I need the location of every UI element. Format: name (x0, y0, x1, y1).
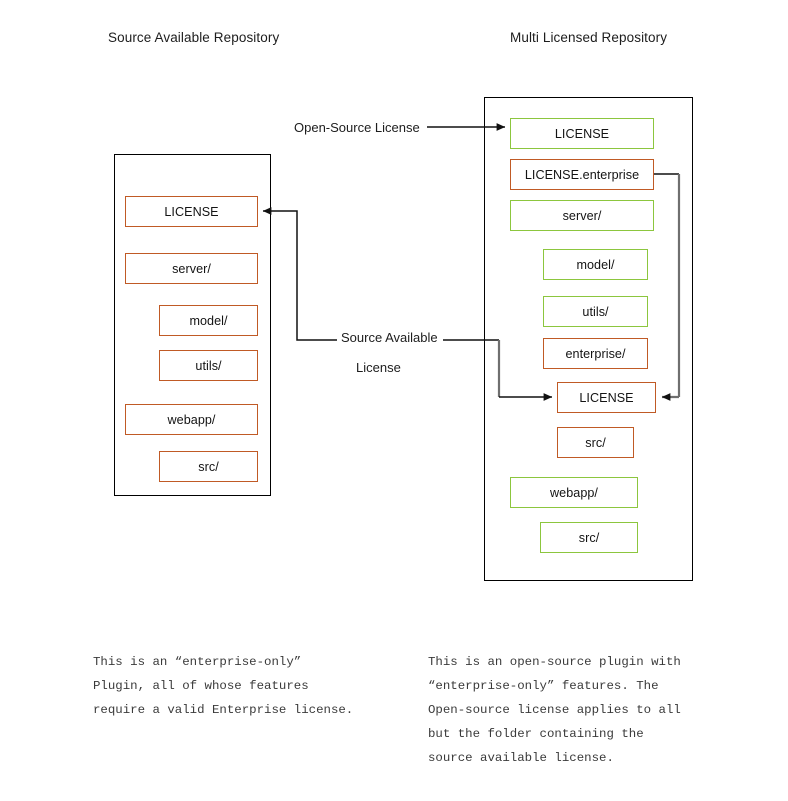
right-node-utils[interactable]: utils/ (543, 296, 648, 327)
edge-label-source-available-line2: License (356, 360, 401, 375)
right-node-webapp-src[interactable]: src/ (540, 522, 638, 553)
node-label: src/ (585, 435, 606, 450)
left-repo-heading: Source Available Repository (108, 30, 280, 45)
node-label: webapp/ (167, 412, 216, 427)
right-node-enterprise-src[interactable]: src/ (557, 427, 634, 458)
left-caption: This is an “enterprise-only” Plugin, all… (93, 655, 354, 717)
node-label: utils/ (195, 358, 222, 373)
node-label: server/ (172, 261, 211, 276)
node-label: src/ (578, 530, 600, 545)
node-label: server/ (562, 208, 602, 223)
node-label: model/ (189, 313, 228, 328)
right-node-model[interactable]: model/ (543, 249, 648, 280)
right-node-webapp[interactable]: webapp/ (510, 477, 638, 508)
left-node-model[interactable]: model/ (159, 305, 258, 336)
wire-source-available-left (262, 207, 337, 341)
node-label: LICENSE (164, 204, 219, 219)
node-label: src/ (198, 459, 219, 474)
edge-label-open-source-license: Open-Source License (294, 120, 420, 135)
node-label: utils/ (582, 304, 609, 319)
node-label: model/ (576, 257, 615, 272)
node-label: LICENSE.enterprise (524, 167, 640, 182)
left-node-utils[interactable]: utils/ (159, 350, 258, 381)
edge-label-source-available-line1: Source Available (341, 330, 438, 345)
left-node-server[interactable]: server/ (125, 253, 258, 284)
right-repo-heading: Multi Licensed Repository (510, 30, 668, 45)
left-node-license[interactable]: LICENSE (125, 196, 258, 227)
node-label: LICENSE (554, 126, 610, 141)
right-node-inner-license[interactable]: LICENSE (557, 382, 656, 413)
left-node-webapp[interactable]: webapp/ (125, 404, 258, 435)
right-node-server[interactable]: server/ (510, 200, 654, 231)
right-caption: This is an open-source plugin with “ente… (428, 655, 681, 765)
node-label: LICENSE (579, 390, 634, 405)
right-node-license-enterprise[interactable]: LICENSE.enterprise (510, 159, 654, 190)
left-node-src[interactable]: src/ (159, 451, 258, 482)
right-node-enterprise[interactable]: enterprise/ (543, 338, 648, 369)
right-node-license[interactable]: LICENSE (510, 118, 654, 149)
node-label: webapp/ (550, 485, 598, 500)
node-label: enterprise/ (565, 346, 626, 361)
